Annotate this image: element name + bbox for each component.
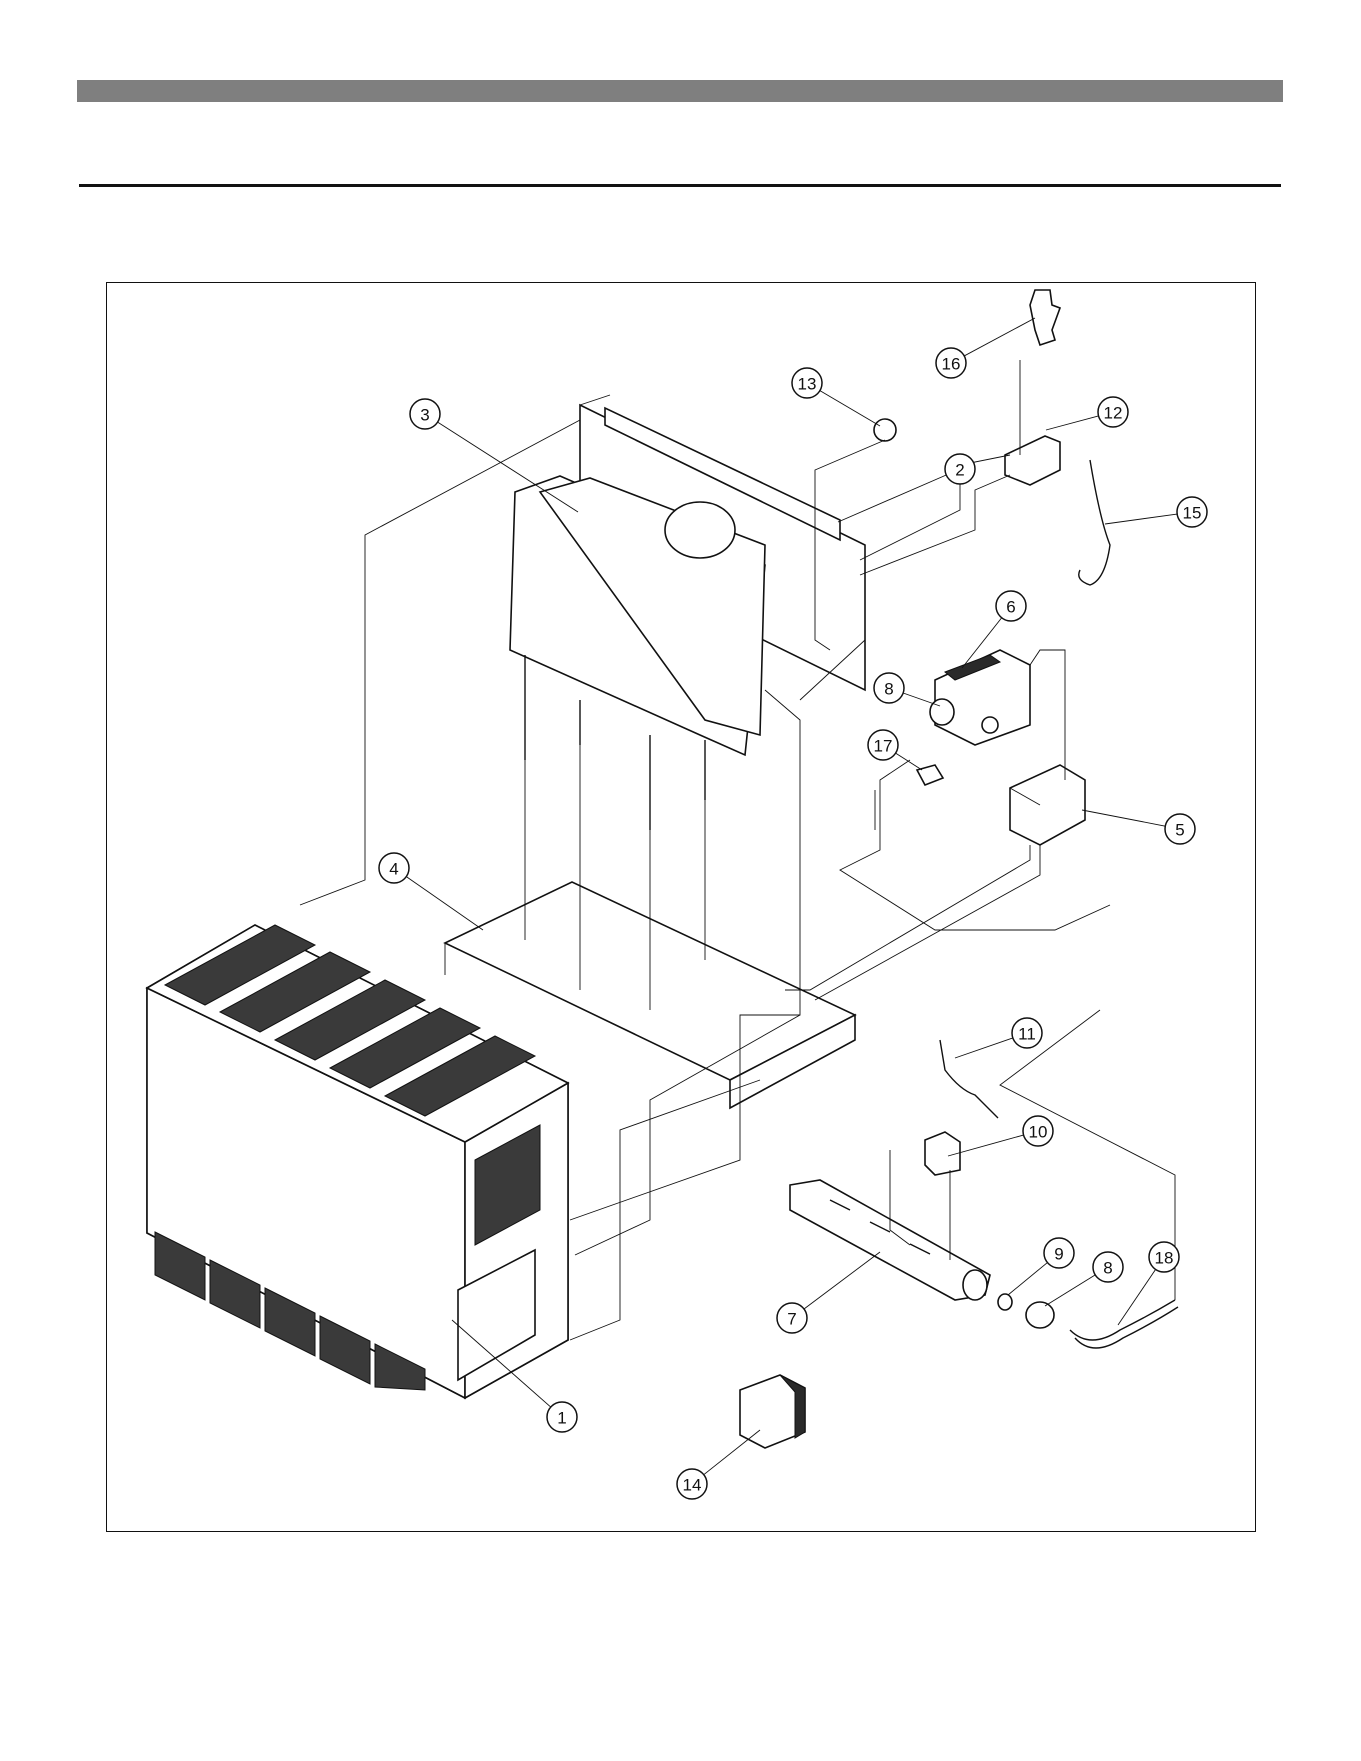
callout-leader bbox=[406, 877, 483, 930]
callout-leader bbox=[1046, 416, 1099, 430]
callout-number: 18 bbox=[1155, 1249, 1174, 1268]
callout-number: 16 bbox=[942, 355, 961, 374]
part-clip bbox=[917, 765, 943, 785]
part-valve-bracket bbox=[1010, 765, 1085, 845]
callout-number: 5 bbox=[1175, 821, 1184, 840]
callout-number: 6 bbox=[1006, 598, 1015, 617]
callout-c9: 9 bbox=[1008, 1238, 1074, 1295]
callout-leader bbox=[1008, 1263, 1047, 1295]
callout-c5: 5 bbox=[1082, 810, 1195, 844]
callout-leader bbox=[1105, 514, 1177, 524]
part-gas-valve bbox=[935, 650, 1030, 745]
part-pilot-assembly bbox=[1030, 290, 1060, 345]
callout-c7: 7 bbox=[777, 1252, 880, 1333]
callout-c15: 15 bbox=[1105, 497, 1207, 527]
callout-leader bbox=[820, 391, 880, 426]
part-orifice-fitting-lower bbox=[1026, 1302, 1054, 1328]
callout-leader bbox=[704, 1430, 760, 1475]
part-igniter-bracket bbox=[925, 1132, 960, 1175]
callout-number: 8 bbox=[884, 680, 893, 699]
callout-c12: 12 bbox=[1046, 397, 1128, 430]
part-thermocouple bbox=[940, 1040, 998, 1118]
callout-number: 8 bbox=[1103, 1259, 1112, 1278]
callout-leader bbox=[955, 1038, 1013, 1058]
callout-leader bbox=[1118, 1269, 1156, 1325]
callout-number: 15 bbox=[1183, 504, 1202, 523]
callout-c13: 13 bbox=[792, 368, 880, 426]
callout-number: 12 bbox=[1104, 404, 1123, 423]
callout-leader bbox=[1045, 1275, 1095, 1306]
part-thermostat bbox=[740, 1375, 805, 1448]
callout-c17: 17 bbox=[868, 730, 922, 770]
callout-number: 9 bbox=[1054, 1245, 1063, 1264]
callout-number: 4 bbox=[389, 860, 398, 879]
callout-leader bbox=[438, 422, 578, 512]
part-limit-switch bbox=[874, 419, 896, 441]
part-flex-gas-line bbox=[1070, 1300, 1175, 1340]
callout-c14: 14 bbox=[677, 1430, 760, 1499]
callout-number: 2 bbox=[955, 461, 964, 480]
callout-number: 14 bbox=[683, 1476, 702, 1495]
callout-leader bbox=[1082, 810, 1165, 826]
callout-number: 17 bbox=[874, 737, 893, 756]
callout-number: 10 bbox=[1029, 1123, 1048, 1142]
callout-number: 11 bbox=[1018, 1025, 1036, 1044]
part-pilot-bracket bbox=[1005, 436, 1060, 485]
part-heat-exchanger bbox=[510, 476, 765, 830]
callout-leader bbox=[838, 475, 946, 522]
callout-c11: 11 bbox=[955, 1018, 1042, 1058]
callout-c10: 10 bbox=[948, 1116, 1053, 1156]
callout-c2: 2 bbox=[838, 454, 975, 522]
callout-number: 7 bbox=[787, 1310, 796, 1329]
callout-leader bbox=[804, 1252, 880, 1309]
callout-number: 13 bbox=[798, 375, 817, 394]
callout-c4: 4 bbox=[379, 853, 483, 930]
callout-leader bbox=[964, 318, 1035, 356]
callout-number: 3 bbox=[420, 406, 429, 425]
part-cabinet bbox=[147, 925, 568, 1398]
callout-number: 1 bbox=[557, 1409, 566, 1428]
part-wire-harness bbox=[1079, 460, 1110, 585]
part-orifice-fitting-upper bbox=[930, 699, 954, 725]
part-orifice bbox=[998, 1294, 1012, 1310]
callout-c8a: 8 bbox=[874, 673, 940, 706]
